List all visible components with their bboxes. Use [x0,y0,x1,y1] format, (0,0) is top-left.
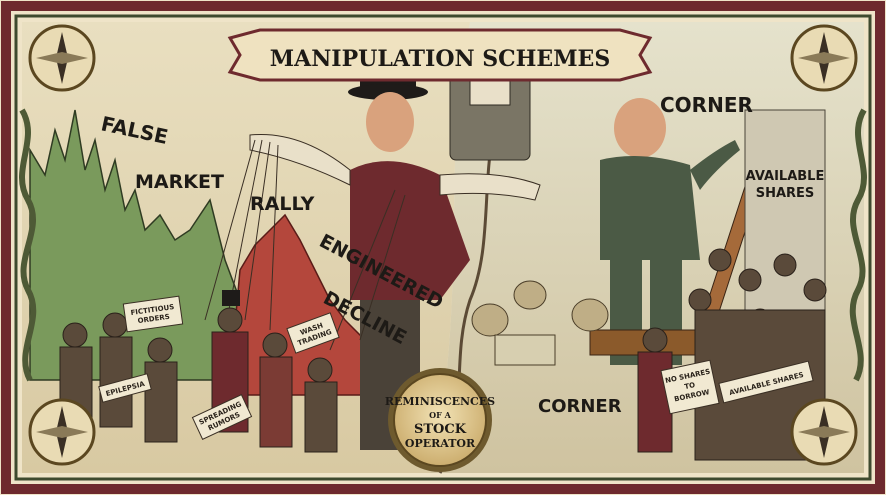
medallion: REMINISCENCES OF A STOCK OPERATOR [385,368,495,472]
small-top-hat [222,290,240,306]
medallion-line3: STOCK [414,422,467,437]
crowd-right [637,248,827,461]
compass-top-left [28,24,96,92]
green-price-area [29,109,241,381]
wall-sign-line2: SHARES [756,186,815,201]
wall-sign-line1: AVAILABLE [746,169,825,184]
tag-wash-trading: WASH TRADING [286,312,340,354]
compass-bottom-left [28,398,96,466]
snake-right [849,108,867,382]
medallion-line1: REMINISCENCES [385,395,495,408]
puppet-strings [204,139,406,351]
inner-frame [14,14,872,481]
compass-bottom-right [790,398,858,466]
medallion-line4: OPERATOR [405,437,476,450]
label-rally: RALLY [250,193,315,215]
money-bags [471,280,609,366]
medallion-line2: OF A [429,410,451,420]
tag-crowd: EPILEPSIA SPREADING RUMORS [98,373,253,440]
label-corner-bottom: CORNER [538,396,622,417]
title-banner: MANIPULATION SCHEMES [227,28,653,82]
compass-top-right [790,24,858,92]
label-corner-top: CORNER [660,93,753,117]
tag-no-shares-line2: TO [684,381,696,391]
label-market-text: MARKET [135,171,224,193]
snake-left [19,108,37,382]
tag-no-shares: NO SHARES TO BORROW [660,359,720,415]
banner-title: MANIPULATION SCHEMES [270,46,610,72]
tag-fictitious-orders: FICTITIOUS ORDERS [122,295,184,333]
